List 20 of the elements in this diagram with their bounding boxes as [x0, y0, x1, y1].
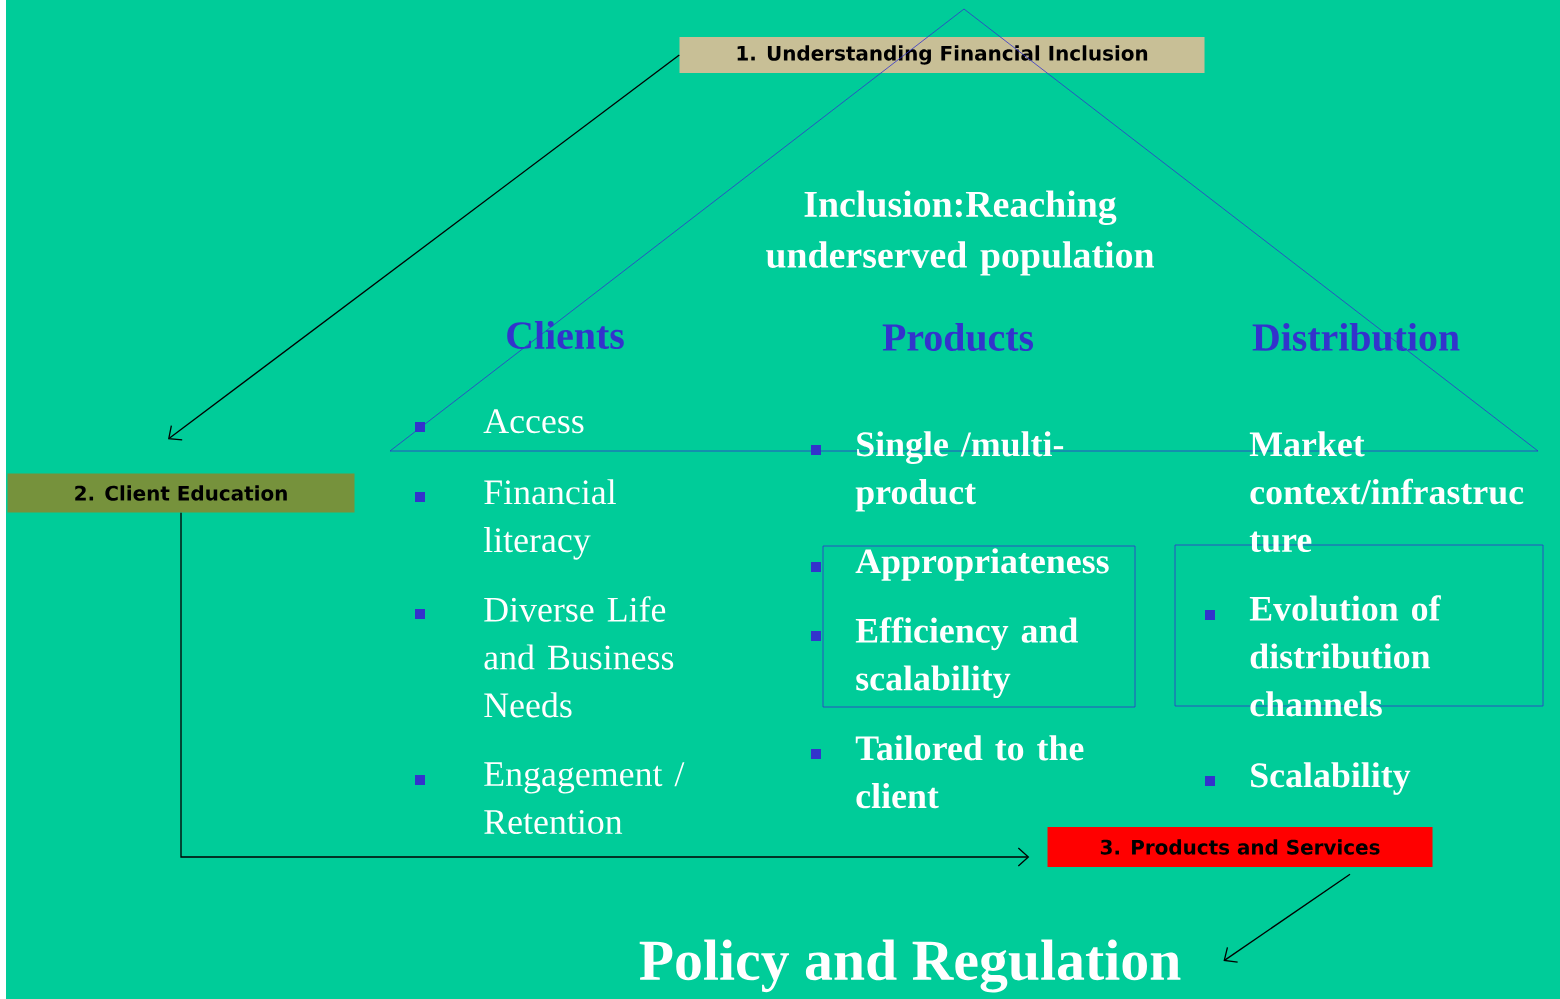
- outline-box: [811, 545, 1136, 708]
- heading-text: Policy and Regulation: [639, 939, 1181, 993]
- column-heading: Clients: [507, 321, 624, 350]
- label-box: 3. Products and Services: [1047, 827, 1433, 867]
- column-heading: Distribution: [1252, 322, 1460, 352]
- arrow: [1223, 873, 1351, 963]
- label-box: 2. Client Education: [7, 473, 355, 513]
- list-item: Single /multi-product: [855, 431, 1064, 512]
- column-heading: Products: [882, 322, 1034, 352]
- list-item: Diverse Life and Business Needs: [484, 596, 674, 718]
- list-item: Market context/infrastruc ture: [1249, 431, 1524, 553]
- list-item: Tailored to the client: [855, 735, 1084, 809]
- list-item: Engagement / Retention: [484, 762, 685, 834]
- arrow: [168, 54, 680, 441]
- list-item: Appropriateness: [855, 548, 1109, 581]
- list-item: Efficiency and scalability: [855, 617, 1078, 698]
- list-item: Evolution of distribution channels: [1249, 595, 1441, 717]
- arrow: [180, 512, 1030, 867]
- list-item: Scalability: [1251, 762, 1411, 795]
- list-item: Access: [483, 409, 584, 434]
